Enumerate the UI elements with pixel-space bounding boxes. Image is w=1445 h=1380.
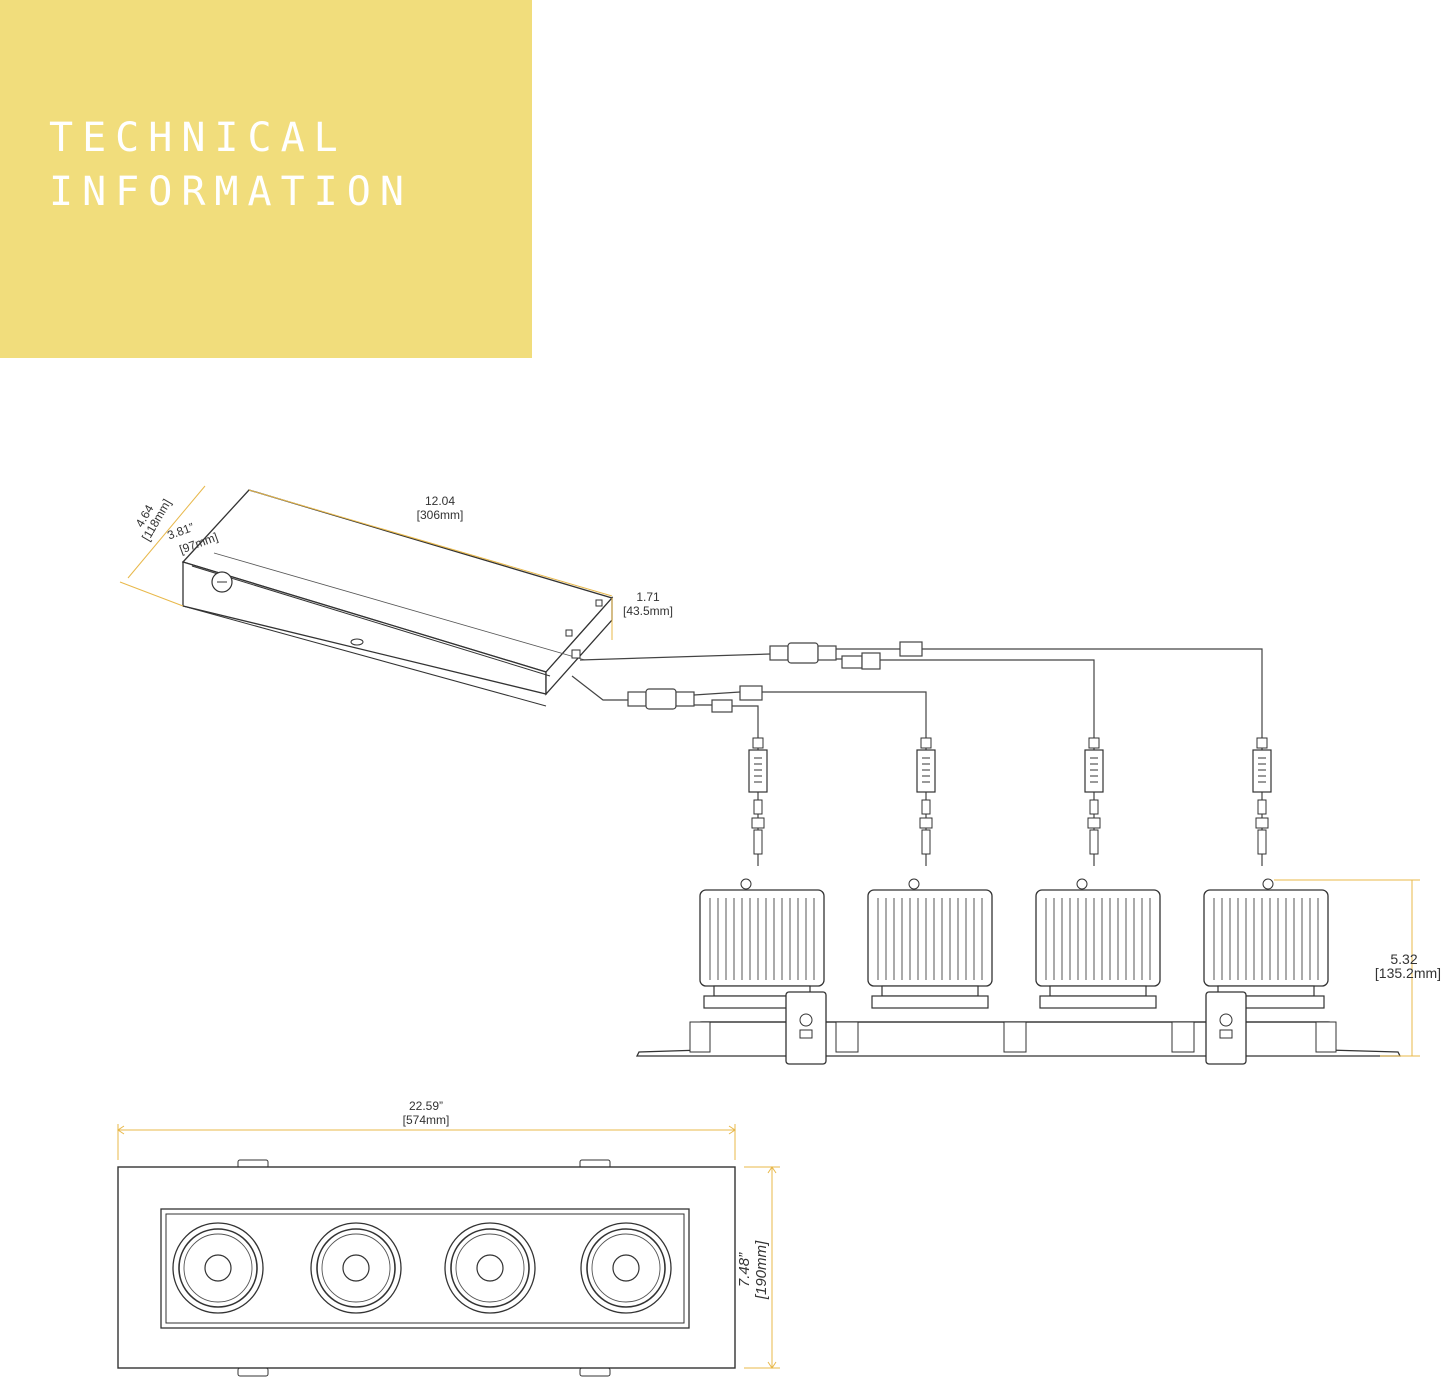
- title-line-2: INFORMATION: [49, 169, 413, 215]
- driver-length-mm: [306mm]: [417, 508, 464, 522]
- title-line-1: TECHNICAL: [49, 115, 347, 161]
- fixture-width-mm: [574mm]: [403, 1113, 450, 1127]
- driver-length-inch: 12.04: [425, 494, 455, 508]
- driver-thickness-mm: [43.5mm]: [623, 604, 673, 618]
- driver-box: [181, 489, 614, 707]
- fixture-connector-4: [1252, 725, 1272, 867]
- fixture-connector-1: [748, 725, 768, 867]
- fixture-side-view: [635, 878, 1402, 1065]
- driver-dimension-lines: [119, 485, 613, 640]
- side-height-dimension-line: [1274, 879, 1420, 1057]
- fixture-connector-3: [1084, 725, 1104, 867]
- top-dimension-lines: [117, 1124, 780, 1369]
- wiring-harness: [571, 641, 1263, 726]
- fixture-connector-2: [916, 725, 936, 867]
- fixture-depth-inch: 7.48”: [736, 1252, 753, 1287]
- fixture-height-mm: [135.2mm]: [1375, 965, 1441, 981]
- fixture-width-inch: 22.59”: [409, 1099, 443, 1113]
- fixture-depth-mm: [190mm]: [753, 1240, 770, 1300]
- title-panel: TECHNICAL INFORMATION: [0, 0, 532, 358]
- fixture-top-view: [117, 1159, 736, 1377]
- fixture-height-inch: 5.32: [1390, 951, 1417, 967]
- driver-thickness-inch: 1.71: [636, 590, 660, 604]
